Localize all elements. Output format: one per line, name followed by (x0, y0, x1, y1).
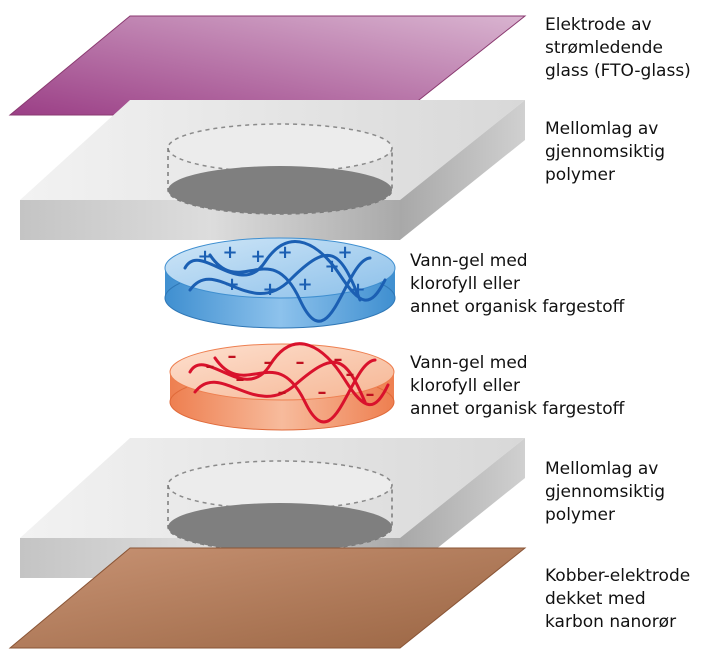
label-line: glass (FTO-glass) (545, 61, 691, 81)
label-line: polymer (545, 505, 615, 525)
positive-charge-mark: + (222, 242, 237, 263)
cavity-rim-bottom (167, 460, 393, 510)
label-line: klorofyll eller (410, 376, 520, 396)
negative-charge-mark: – (296, 352, 305, 373)
negative-charge-mark: – (334, 349, 343, 370)
label-line: Elektrode av (545, 15, 652, 35)
hydrogel-disc-negative: –––––––––– (169, 342, 395, 431)
label-line: dekket med (545, 589, 646, 609)
negative-charge-mark: – (236, 369, 245, 390)
label-line: karbon nanorør (545, 612, 677, 632)
label-line: annet organisk fargestoff (410, 399, 625, 419)
negative-charge-mark: – (228, 346, 237, 367)
label-line: Vann-gel med (410, 353, 528, 373)
label-line: klorofyll eller (410, 274, 520, 294)
label-line: annet organisk fargestoff (410, 297, 625, 317)
positive-charge-mark: + (337, 242, 352, 263)
hydrogel-disc-positive: ++++++++++ (164, 237, 396, 329)
negative-charge-mark: – (318, 382, 327, 403)
polymer-interlayer-top (20, 100, 525, 240)
label-gel-blue: Vann-gel med klorofyll eller annet organ… (410, 250, 624, 319)
label-line: Mellomlag av (545, 459, 659, 479)
label-copper-electrode: Kobber-elektrode dekket med karbon nanor… (545, 565, 690, 634)
charge-marks-negative: –––––––––– (206, 346, 375, 405)
label-line: Mellomlag av (545, 119, 659, 139)
label-gel-red: Vann-gel med klorofyll eller annet organ… (410, 352, 624, 421)
label-line: polymer (545, 165, 615, 185)
negative-charge-mark: – (346, 364, 355, 385)
negative-charge-mark: – (278, 382, 287, 403)
cavity-floor-top (168, 166, 392, 214)
positive-charge-mark: + (224, 274, 239, 295)
positive-charge-mark: + (277, 242, 292, 263)
positive-charge-mark: + (197, 246, 212, 267)
positive-charge-mark: + (250, 246, 265, 267)
charge-marks-positive: ++++++++++ (197, 242, 365, 300)
copper-electrode (8, 547, 527, 649)
negative-charge-mark: – (366, 384, 375, 405)
label-interlayer-top: Mellomlag av gjennomsiktig polymer (545, 118, 665, 187)
negative-charge-mark: – (264, 352, 273, 373)
label-line: Kobber-elektrode (545, 566, 691, 586)
negative-charge-mark: – (206, 356, 215, 377)
cavity-floor-bottom (168, 503, 392, 551)
cavity-rim-top (167, 123, 393, 173)
positive-charge-mark: + (297, 274, 312, 295)
label-line: gjennomsiktig (545, 142, 666, 162)
label-line: Vann-gel med (410, 251, 528, 271)
label-interlayer-bottom: Mellomlag av gjennomsiktig polymer (545, 458, 665, 527)
positive-charge-mark: + (350, 279, 365, 300)
label-line: strømledende (545, 38, 663, 58)
positive-charge-mark: + (262, 279, 277, 300)
label-line: gjennomsiktig (545, 482, 666, 502)
label-fto-electrode: Elektrode av strømledende glass (FTO-gla… (545, 14, 691, 83)
positive-charge-mark: + (324, 256, 339, 277)
